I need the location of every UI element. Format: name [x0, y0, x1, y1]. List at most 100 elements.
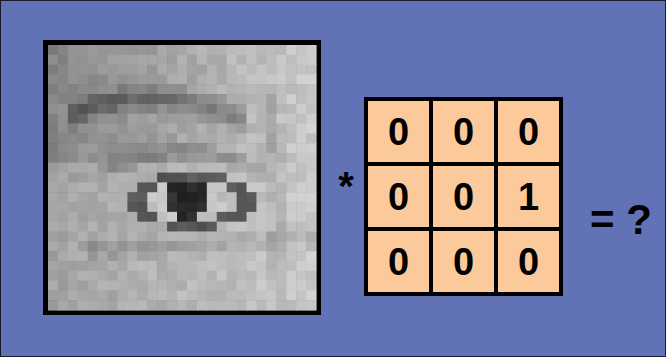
pixel [306, 182, 317, 192]
pixel [117, 104, 128, 114]
pixel [197, 133, 208, 143]
pixel [177, 192, 188, 202]
pixel [157, 173, 168, 183]
pixel [167, 133, 178, 143]
pixel [306, 65, 317, 75]
pixel [187, 222, 198, 232]
pixel [237, 65, 248, 75]
pixel [266, 114, 277, 124]
pixel [217, 84, 228, 94]
pixel [88, 231, 99, 241]
pixel [48, 124, 59, 134]
pixel [137, 281, 148, 291]
pixel [266, 74, 277, 84]
pixel [68, 74, 79, 84]
pixel [256, 55, 267, 65]
pixel [98, 222, 109, 232]
pixel [227, 231, 238, 241]
pixel [147, 94, 158, 104]
pixel [227, 281, 238, 291]
pixel [237, 173, 248, 183]
pixel [58, 124, 69, 134]
pixel [266, 251, 277, 261]
pixel [167, 65, 178, 75]
pixel [266, 290, 277, 300]
pixel [78, 94, 89, 104]
pixel [217, 241, 228, 251]
pixel [217, 65, 228, 75]
pixel [88, 55, 99, 65]
pixel [98, 212, 109, 222]
pixel [207, 261, 218, 271]
pixel [127, 300, 138, 310]
pixel [117, 65, 128, 75]
pixel [286, 241, 297, 251]
pixel [276, 300, 287, 310]
pixel [197, 271, 208, 281]
pixel [296, 163, 307, 173]
pixel [88, 74, 99, 84]
pixel [306, 281, 317, 291]
pixel [266, 192, 277, 202]
pixel [88, 153, 99, 163]
pixel [117, 94, 128, 104]
pixel [167, 241, 178, 251]
pixel [137, 222, 148, 232]
kernel-value: 0 [388, 113, 409, 151]
pixel [197, 65, 208, 75]
pixel [58, 192, 69, 202]
pixel [286, 94, 297, 104]
pixel [237, 55, 248, 65]
pixel [256, 104, 267, 114]
pixel [187, 241, 198, 251]
pixel [276, 261, 287, 271]
pixel [58, 153, 69, 163]
pixel [207, 222, 218, 232]
pixel [167, 261, 178, 271]
pixel [108, 231, 119, 241]
pixel [58, 74, 69, 84]
pixel [247, 192, 258, 202]
pixel [306, 124, 317, 134]
pixel [276, 251, 287, 261]
pixel [237, 222, 248, 232]
pixel [167, 202, 178, 212]
pixel [78, 261, 89, 271]
pixel [207, 114, 218, 124]
pixel [207, 290, 218, 300]
pixel [286, 271, 297, 281]
pixel [177, 94, 188, 104]
kernel-cell: 0 [494, 227, 563, 296]
pixel [187, 124, 198, 134]
pixel [207, 143, 218, 153]
pixel [296, 202, 307, 212]
pixel [227, 133, 238, 143]
pixel [217, 153, 228, 163]
pixel [207, 173, 218, 183]
pixel [117, 202, 128, 212]
pixel [108, 281, 119, 291]
pixel [78, 143, 89, 153]
pixel [88, 114, 99, 124]
pixel [98, 251, 109, 261]
pixel [147, 222, 158, 232]
pixel [127, 114, 138, 124]
pixel [177, 290, 188, 300]
pixel [58, 45, 69, 55]
pixel [266, 133, 277, 143]
pixel [108, 74, 119, 84]
pixel [157, 251, 168, 261]
pixel [217, 281, 228, 291]
pixel [276, 133, 287, 143]
pixel [108, 222, 119, 232]
pixel [68, 104, 79, 114]
pixel [266, 94, 277, 104]
pixel [296, 231, 307, 241]
pixel [256, 192, 267, 202]
pixel [177, 271, 188, 281]
pixel [78, 104, 89, 114]
pixel [296, 153, 307, 163]
pixel [157, 222, 168, 232]
pixel [157, 94, 168, 104]
pixel [78, 153, 89, 163]
